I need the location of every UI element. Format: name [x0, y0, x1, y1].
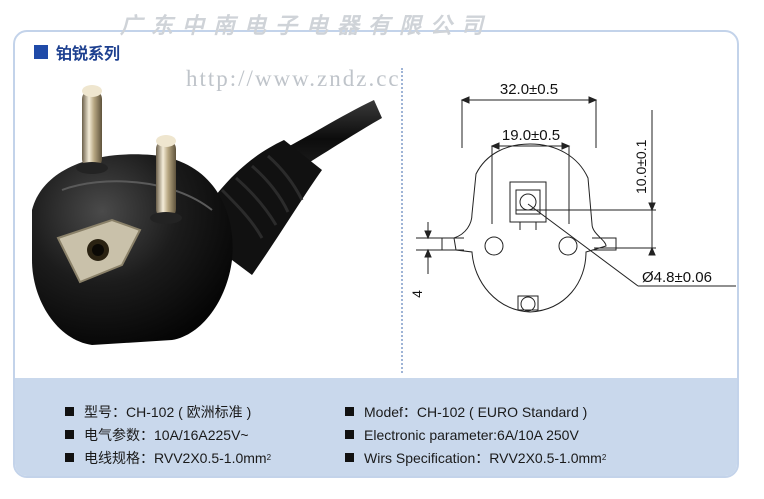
spec-superscript: 2 [266, 453, 272, 462]
series-title: 铂锐系列 [56, 46, 121, 63]
spec-row-electrical-en: Electronic parameter:6A/10A 250V [345, 423, 606, 446]
bullet-square-icon [345, 407, 354, 416]
spec-text: 型号：CH-102 ( 欧洲标准 ) [84, 403, 252, 420]
spec-row-model-en: Modef：CH-102 ( EURO Standard ) [345, 400, 606, 423]
spec-text: Wirs Specification：RVV2X0.5-1.0mm [364, 449, 602, 466]
series-heading: 铂锐系列 [34, 40, 120, 64]
plug-photo [32, 85, 382, 345]
spec-row-model-cn: 型号：CH-102 ( 欧洲标准 ) [65, 400, 271, 423]
spec-text: 电线规格：RVV2X0.5-1.0mm [84, 449, 267, 466]
spec-panel: 型号：CH-102 ( 欧洲标准 ) 电气参数：10A/16A225V~ 电线规… [15, 378, 737, 476]
spec-column-en: Modef：CH-102 ( EURO Standard ) Electroni… [345, 400, 606, 469]
spec-row-electrical-cn: 电气参数：10A/16A225V~ [65, 423, 271, 446]
bullet-square-icon [65, 407, 74, 416]
technical-drawing: 32.0±0.5 19.0±0.5 10.0±0.1 4 Ø4.8±0.06 [409, 81, 736, 313]
spec-superscript: 2 [601, 453, 607, 462]
dim-pin-diameter-label: Ø4.8±0.06 [642, 269, 712, 286]
website-watermark: http://www.zndz.cc [186, 66, 401, 91]
bullet-square-icon [65, 430, 74, 439]
dim-side-label: 4 [409, 290, 425, 298]
company-watermark: 广东中南电子电器有限公司 [120, 13, 493, 39]
spec-text: Electronic parameter:6A/10A 250V [364, 426, 579, 443]
dim-width-label: 32.0±0.5 [500, 81, 558, 98]
dim-pin-spacing-label: 19.0±0.5 [502, 127, 560, 144]
bullet-square-icon [65, 453, 74, 462]
spec-text: Modef：CH-102 ( EURO Standard ) [364, 403, 588, 420]
series-square-icon [34, 45, 48, 59]
bullet-square-icon [345, 453, 354, 462]
dim-height-label: 10.0±0.1 [633, 139, 649, 194]
spec-column-cn: 型号：CH-102 ( 欧洲标准 ) 电气参数：10A/16A225V~ 电线规… [65, 400, 271, 469]
section-divider [401, 68, 403, 373]
bullet-square-icon [345, 430, 354, 439]
spec-text: 电气参数：10A/16A225V~ [84, 426, 249, 443]
